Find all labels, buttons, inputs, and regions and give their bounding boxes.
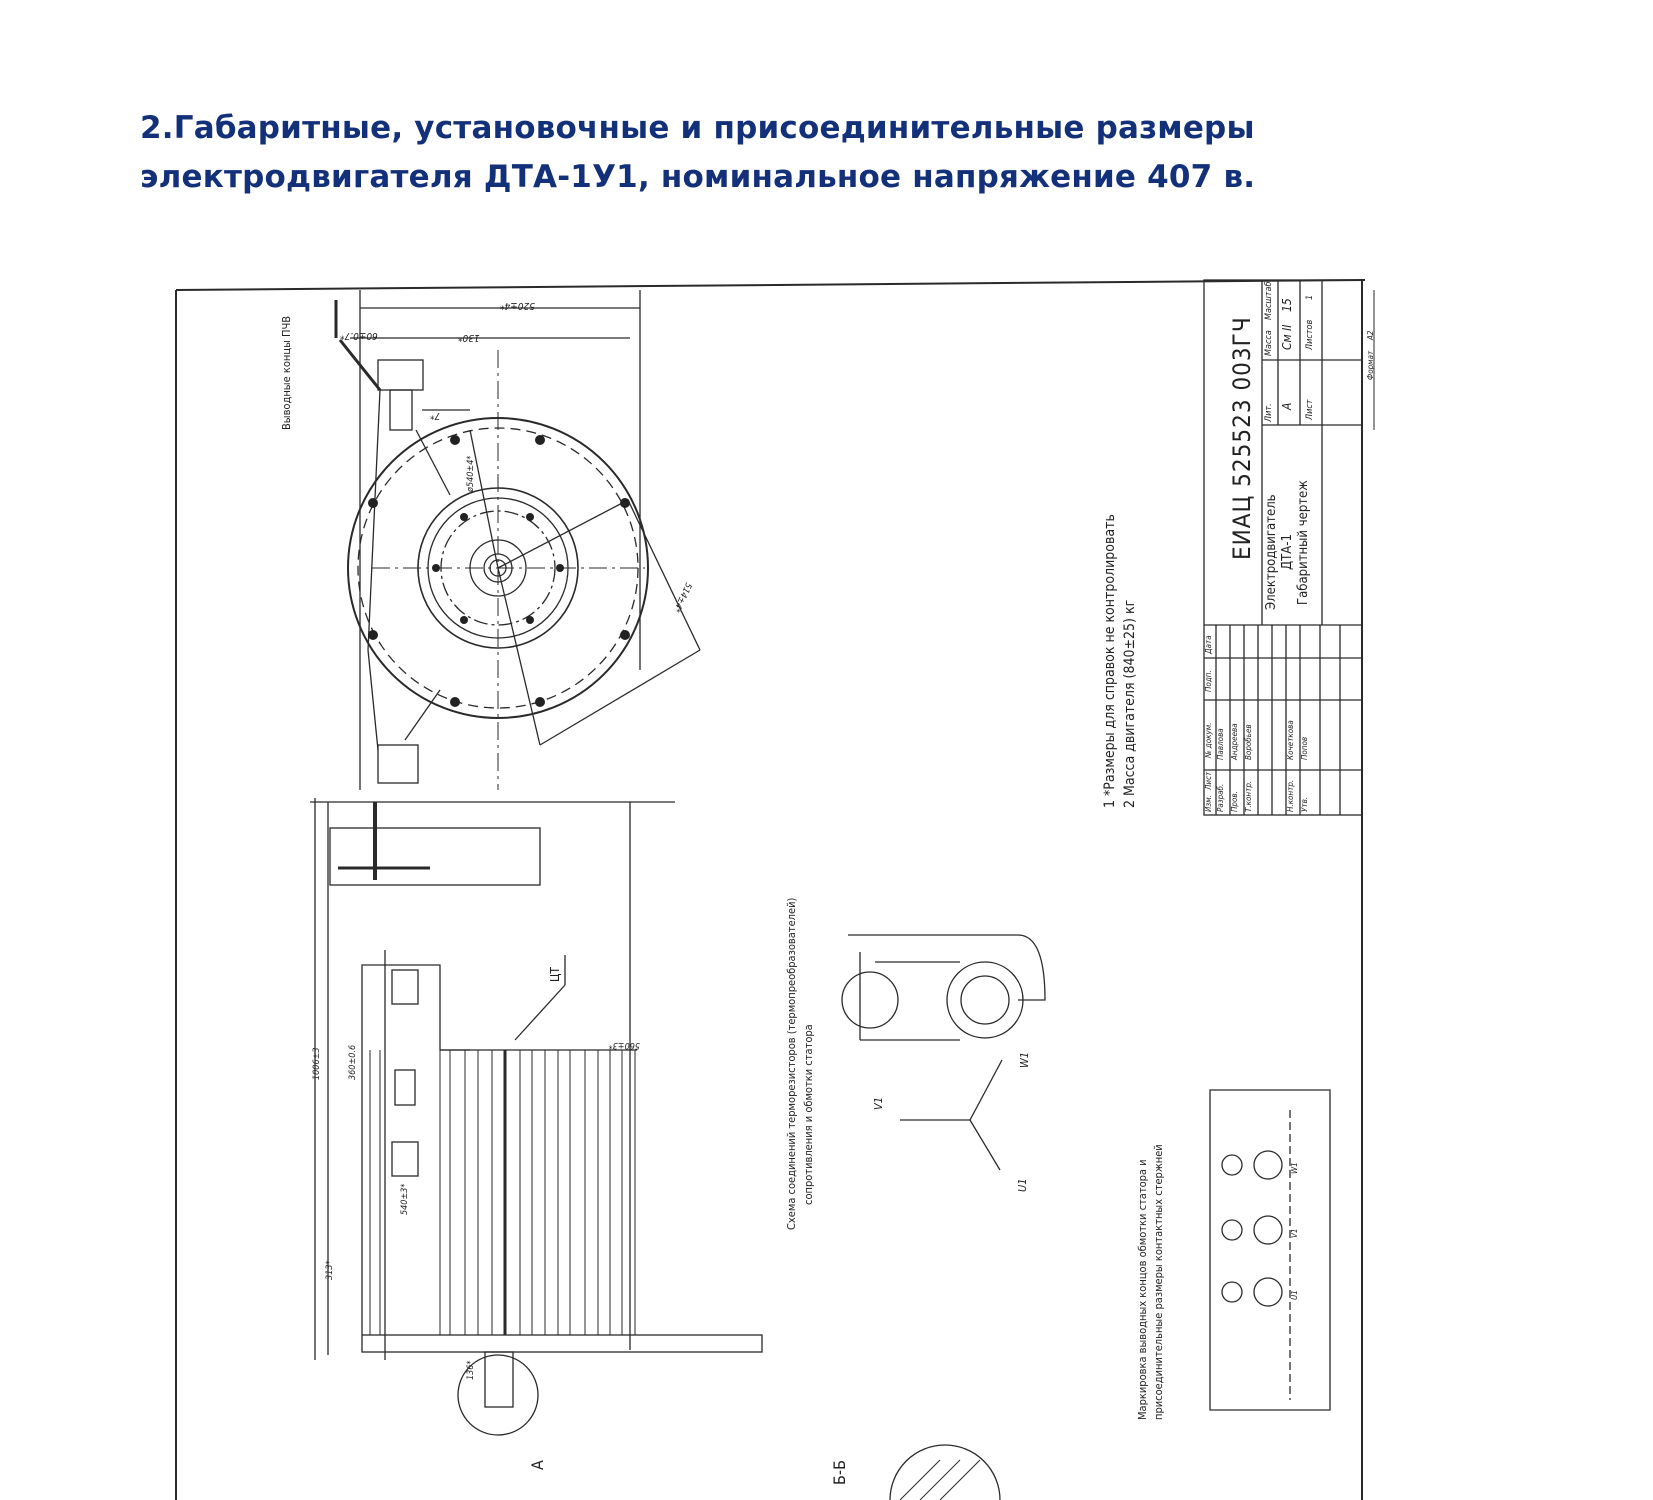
document-code: ЕИАЦ 525523 003ГЧ	[1228, 316, 1256, 560]
sheet-label: Лист	[1305, 399, 1315, 420]
col-header-lit: Лит.	[1264, 403, 1274, 422]
drawing-type: Габаритный чертеж	[1296, 480, 1311, 605]
schematic-caption-1: Схема соединений терморезисторов (термоп…	[785, 897, 798, 1230]
col-header-mass: Масса	[1264, 330, 1274, 356]
dim-520: 520±4*	[500, 300, 535, 311]
dim-540-dia: ø540±4*	[466, 455, 476, 492]
note-2: 2 Масса двигателя (840±25) кг	[1122, 599, 1138, 808]
sig-header-izm: Изм.	[1204, 795, 1213, 812]
dim-313: 313*	[325, 1260, 335, 1281]
sig-header-doc: № докум.	[1204, 722, 1213, 758]
dim-60: 60±0.7*	[340, 330, 378, 341]
mass-value: См II	[1280, 324, 1294, 350]
product-name: Электродвигатель	[1264, 494, 1279, 610]
sig-header-date: Дата	[1204, 635, 1213, 654]
page-heading: 2.Габаритные, установочные и присоединит…	[140, 104, 1256, 202]
dim-540: 540±3*	[400, 1183, 410, 1215]
terminal-label-w1: W1	[1290, 1162, 1299, 1174]
scale-value: 15	[1280, 298, 1294, 312]
sig-name: Воробьев	[1244, 724, 1253, 760]
lit-value: А	[1280, 402, 1294, 410]
sig-header-list: Лист	[1204, 771, 1213, 790]
phase-label-v1: V1	[872, 1096, 885, 1110]
schematic-caption-2: сопротивления и обмотки статора	[802, 1024, 815, 1205]
sig-role: Пров.	[1230, 791, 1239, 812]
sig-name: Андреева	[1230, 723, 1239, 760]
note-1: 1 *Размеры для справок не контролировать	[1102, 514, 1118, 808]
lead-label: Выводные концы ПЧВ	[280, 315, 293, 430]
dim-560: 560±3*	[608, 1040, 640, 1050]
sheets-label: Листов	[1305, 319, 1315, 350]
sig-role: Утв.	[1300, 796, 1309, 812]
engineering-drawing: ЕИАЦ 525523 003ГЧ Электродвигатель ДТА-1…	[140, 230, 1540, 1500]
terminal-caption-2: присоединительные размеры контактных сте…	[1152, 1144, 1165, 1420]
section-label-a: A	[528, 1460, 547, 1470]
sig-header-sign: Подп.	[1204, 670, 1213, 692]
terminal-label-v1: V1	[1290, 1228, 1299, 1239]
format-label: Формат	[1366, 350, 1375, 380]
dim-7: 7*	[430, 410, 441, 421]
section-cut-label: Б-Б	[830, 1460, 849, 1485]
dim-130: 130*	[458, 332, 480, 343]
sig-role: Н.контр.	[1286, 779, 1295, 812]
format-value: А2	[1366, 330, 1375, 341]
heading-line-1: 2.Габаритные, установочные и присоединит…	[140, 110, 1255, 146]
sig-role: Т.контр.	[1244, 780, 1253, 812]
cg-label: ЦТ	[548, 967, 562, 982]
col-header-scale: Масштаб	[1264, 281, 1274, 320]
heading-line-2: электродвигателя ДТА-1У1, номинальное на…	[140, 159, 1256, 195]
dim-360: 360±0.6	[348, 1044, 358, 1080]
sig-name: Павлова	[1216, 728, 1225, 760]
drawing-linework	[175, 279, 1375, 1500]
phase-label-u1: U1	[1016, 1178, 1029, 1192]
terminal-caption-1: Маркировка выводных концов обмотки стато…	[1136, 1159, 1149, 1420]
product-model: ДТА-1	[1280, 534, 1295, 570]
sig-role: Разраб.	[1216, 783, 1225, 812]
terminal-label-u1: U1	[1290, 1290, 1299, 1300]
dim-136: 136*	[466, 1360, 476, 1381]
sheets-value: 1	[1305, 294, 1315, 300]
dim-1006: 1006±3	[312, 1047, 322, 1080]
sig-name: Кочеткова	[1286, 720, 1295, 760]
sig-name: Попов	[1300, 736, 1309, 760]
phase-label-w1: W1	[1018, 1051, 1031, 1068]
